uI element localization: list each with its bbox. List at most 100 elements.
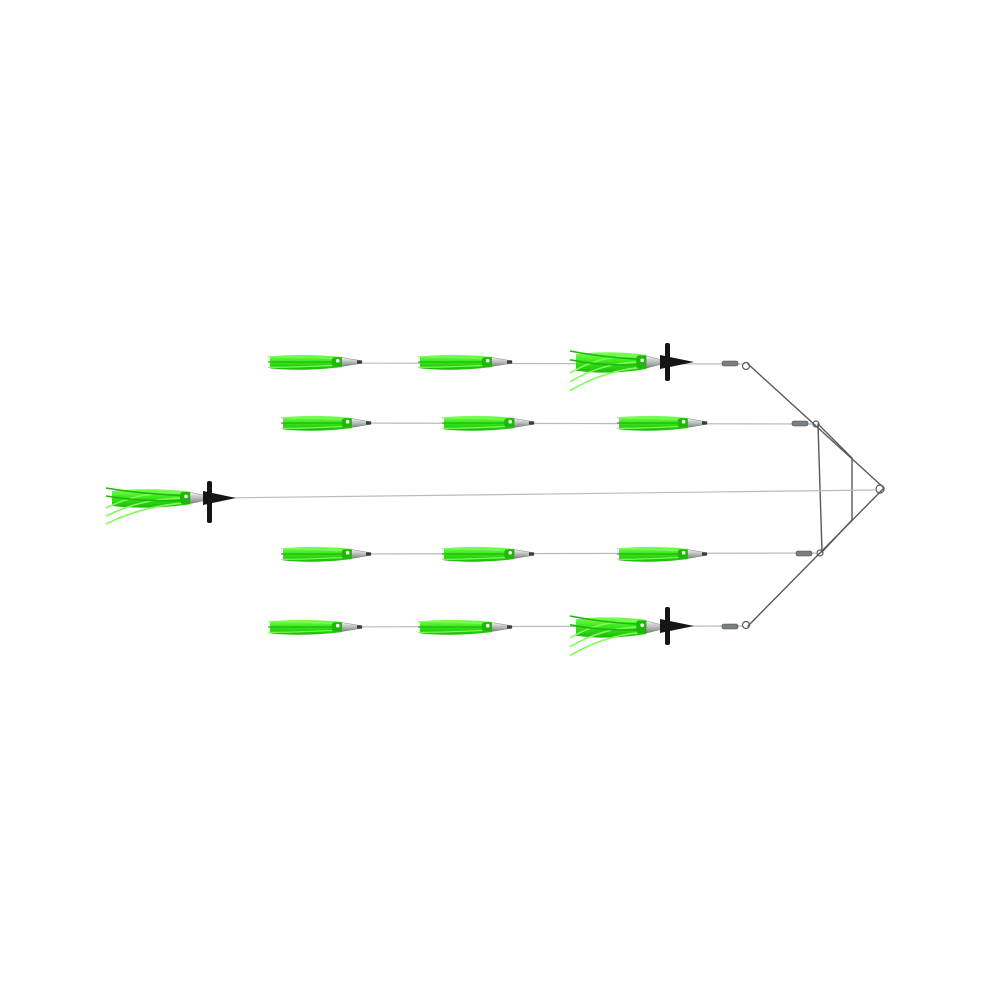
spreader-bar-frame	[741, 361, 885, 630]
swivel-upper-mid	[791, 420, 809, 427]
frame-inner-upper-strut	[817, 423, 823, 553]
lure-eye	[681, 419, 686, 424]
bird-teaser-top	[660, 343, 694, 381]
leader-line-upper-mid	[299, 422, 813, 425]
lure-tentacle	[569, 366, 643, 392]
squid-lure	[417, 354, 513, 370]
lure-nose	[366, 552, 371, 556]
lure-eye	[508, 419, 512, 424]
lure-tentacle	[569, 624, 643, 631]
lure-tentacle	[267, 356, 338, 360]
frame-inner-brace-bottom	[821, 495, 853, 553]
lure-tentacle	[105, 495, 187, 502]
squid-lure	[441, 415, 535, 431]
bird-teasers	[203, 343, 694, 645]
squid-lure	[616, 546, 708, 562]
lure-eye	[184, 494, 188, 499]
lure-skirt	[576, 352, 647, 373]
lure-nose	[507, 360, 512, 364]
lure-tentacle	[267, 364, 338, 368]
swivel-bottom	[721, 623, 739, 630]
squid-lure	[105, 487, 213, 525]
lure-tentacle	[441, 417, 511, 421]
lure-tentacle	[569, 359, 643, 366]
lure-tentacle	[280, 417, 348, 421]
lure-eye	[508, 550, 512, 555]
leader-line-center	[219, 489, 877, 499]
squid-lure	[569, 615, 667, 657]
lure-eye	[345, 550, 350, 555]
squid-lure	[441, 546, 535, 562]
lure-tentacle	[441, 548, 511, 552]
leader-line-lower-mid	[299, 552, 817, 555]
lure-skirt	[576, 617, 647, 638]
lure-tentacle	[569, 350, 643, 361]
bird-teaser-bottom	[660, 607, 694, 645]
lure-tentacle	[616, 556, 684, 560]
lure-tentacle	[267, 629, 338, 633]
lure-tentacle	[569, 620, 643, 639]
frame-inner-brace-top	[817, 423, 853, 497]
frame-nose-ring	[875, 484, 885, 494]
lure-tentacle	[280, 548, 348, 552]
lure-tentacle	[280, 556, 348, 560]
lure-tentacle	[267, 621, 338, 625]
lure-tentacle	[441, 556, 511, 560]
lure-nose	[529, 421, 534, 425]
lure-tentacle	[569, 631, 643, 657]
frame-upper-arm	[747, 363, 885, 489]
lure-eye	[485, 358, 490, 363]
lure-tentacle	[569, 355, 643, 374]
lure-eye	[640, 623, 644, 628]
frame-upper-ring	[741, 361, 751, 371]
squid-lure	[267, 354, 363, 370]
lure-tentacle	[616, 548, 684, 552]
squid-lures	[105, 350, 708, 657]
lure-tentacle	[105, 491, 187, 509]
leader-lines	[219, 362, 877, 628]
squid-lure	[569, 350, 667, 392]
lure-skirt	[112, 489, 190, 508]
lure-eye	[345, 419, 350, 424]
lure-nose	[357, 360, 362, 364]
squid-lure	[267, 619, 363, 635]
squid-lure	[280, 415, 372, 431]
lure-nose	[507, 625, 512, 629]
lure-tentacle	[105, 502, 187, 525]
lure-tentacle	[441, 425, 511, 429]
lure-tentacle	[616, 425, 684, 429]
lure-eye	[640, 358, 644, 363]
lure-eye	[681, 550, 686, 555]
frame-lower-arm	[747, 487, 885, 627]
lure-tentacle	[417, 356, 488, 360]
frame-mid-upper-ring	[812, 420, 820, 428]
lure-nose	[702, 552, 707, 556]
frame-lower-ring	[741, 620, 751, 630]
lure-tentacle	[569, 361, 643, 383]
lure-nose	[529, 552, 534, 556]
lure-eye	[335, 358, 340, 363]
lure-tentacle	[569, 615, 643, 626]
lure-tentacle	[417, 629, 488, 633]
swivels	[721, 360, 813, 630]
lure-tentacle	[616, 417, 684, 421]
bird-teaser-center	[203, 481, 236, 523]
lure-tentacle	[105, 487, 187, 497]
swivel-top	[721, 360, 739, 367]
lure-tentacle	[280, 425, 348, 429]
lure-eye	[485, 623, 490, 628]
lure-nose	[702, 421, 707, 425]
lure-tentacle	[417, 364, 488, 368]
lure-tentacle	[417, 621, 488, 625]
lure-eye	[335, 623, 340, 628]
lure-nose	[366, 421, 371, 425]
squid-lure	[616, 415, 708, 431]
lure-tentacle	[105, 497, 187, 517]
squid-lure	[280, 546, 372, 562]
squid-lure	[417, 619, 513, 635]
lure-nose	[357, 625, 362, 629]
frame-mid-lower-ring	[816, 549, 824, 557]
lure-tentacle	[569, 626, 643, 648]
swivel-lower-mid	[795, 550, 813, 557]
